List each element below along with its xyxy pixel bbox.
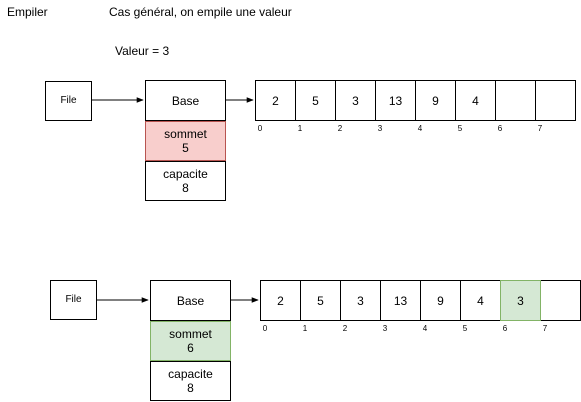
array-cell — [540, 280, 581, 321]
sommet-value: 6 — [187, 341, 194, 355]
file-label: File — [60, 95, 77, 106]
array-index-label: 7 — [537, 124, 543, 133]
array-cell: 5 — [300, 280, 341, 321]
capacite-value: 8 — [187, 381, 194, 395]
sommet-box-after: sommet 6 — [150, 321, 231, 361]
file-label: File — [65, 294, 82, 305]
array-index-label: 6 — [497, 124, 503, 133]
array-cell: 13 — [375, 80, 416, 121]
base-label: Base — [171, 93, 200, 108]
sommet-label: sommet — [169, 327, 212, 341]
array-cell — [495, 80, 536, 121]
array-index-label: 4 — [417, 124, 423, 133]
array-index-label: 1 — [297, 124, 303, 133]
sommet-value: 5 — [182, 141, 189, 155]
array-cell: 3 — [500, 280, 541, 321]
array-cell — [535, 80, 576, 121]
array-cell: 2 — [260, 280, 301, 321]
capacite-label: capacite — [168, 367, 213, 381]
array-index-label: 3 — [377, 124, 383, 133]
array-cell: 3 — [340, 280, 381, 321]
array-cell: 13 — [380, 280, 421, 321]
sommet-label: sommet — [164, 127, 207, 141]
pushed-value-label: Valeur = 3 — [115, 44, 170, 58]
array-index-label: 6 — [502, 324, 508, 333]
array-index-label: 5 — [462, 324, 468, 333]
diagram-subtitle: Cas général, on empile une valeur — [109, 5, 292, 19]
array-cell: 9 — [420, 280, 461, 321]
sommet-box-before: sommet 5 — [145, 121, 226, 161]
array-cell: 3 — [335, 80, 376, 121]
array-cell: 2 — [255, 80, 296, 121]
array-index-label: 1 — [302, 324, 308, 333]
diagram-title: Empiler — [7, 5, 48, 19]
array-cell: 4 — [455, 80, 496, 121]
array-index-label: 4 — [422, 324, 428, 333]
capacite-box-before: capacite 8 — [145, 161, 226, 201]
base-box-before: Base — [145, 80, 226, 121]
capacite-label: capacite — [163, 167, 208, 181]
base-label: Base — [176, 293, 205, 308]
array-index-label: 7 — [542, 324, 548, 333]
base-box-after: Base — [150, 280, 231, 321]
array-index-label: 2 — [342, 324, 348, 333]
array-index-label: 0 — [262, 324, 268, 333]
array-index-label: 0 — [257, 124, 263, 133]
array-index-label: 2 — [337, 124, 343, 133]
capacite-value: 8 — [182, 181, 189, 195]
file-box-after: File — [50, 280, 97, 320]
array-index-label: 3 — [382, 324, 388, 333]
array-cell: 4 — [460, 280, 501, 321]
array-cell: 9 — [415, 80, 456, 121]
array-cell: 5 — [295, 80, 336, 121]
file-box-before: File — [45, 81, 92, 121]
array-index-label: 5 — [457, 124, 463, 133]
capacite-box-after: capacite 8 — [150, 361, 231, 401]
